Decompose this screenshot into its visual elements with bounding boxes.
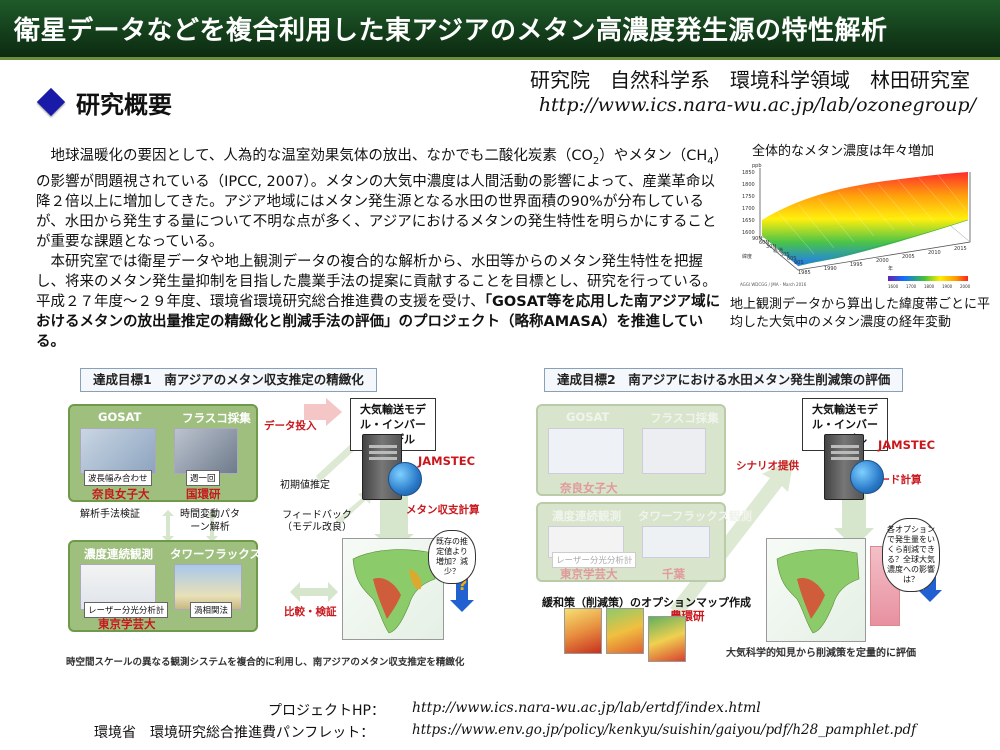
flask-image [174, 428, 238, 474]
satellite-panel: GOSAT フラスコ採集 波長幅み合わせ 週一回 奈良女子大 国環研 [68, 404, 258, 502]
figure-caption-top: 全体的なメタン濃度は年々増加 [752, 144, 935, 159]
lat-tick-1: 60N [759, 240, 769, 246]
moe-pamphlet-link[interactable]: https://www.env.go.jp/policy/kenkyu/suis… [412, 722, 917, 738]
decrease-arrow-icon [450, 580, 474, 612]
ground-panel: 濃度連続観測 タワーフラックス観測 レーザー分光分析計 渦相関法 東京学芸大 [68, 540, 284, 632]
lat-tick-0: 90N [752, 236, 762, 242]
option-question-bubble: 各オプションで発生量をいくら削減できる？全球大気濃度への影響は？ [882, 518, 940, 592]
arrow-down-calc [374, 484, 414, 550]
x-tick-3: 2000 [876, 258, 889, 264]
section-title: 研究概要 [76, 90, 172, 119]
gosat-image-faded [548, 428, 624, 474]
y-tick-3: 1700 [742, 206, 755, 212]
x-tick-4: 2005 [902, 254, 915, 260]
project-hp-link[interactable]: http://www.ics.nara-wu.ac.jp/lab/ertdf/i… [412, 700, 761, 716]
svg-text:?: ? [458, 575, 467, 594]
goal2-diagram: ? 達成目標2 南アジアにおける水田メタン発生削減策の評価 GOSAT フラスコ… [530, 368, 950, 668]
question-bubble: 既存の推定値より増加？減少？ [428, 530, 476, 584]
title-bar: 衛星データなどを複合利用した東アジアのメタン高濃度発生源の特性解析 [0, 0, 1000, 60]
x-unit-label: 年 [888, 265, 893, 272]
asia-emission-map [342, 538, 444, 640]
y-tick-5: 1600 [742, 230, 755, 236]
arrow-analysis [162, 510, 174, 542]
x-tick-5: 2010 [928, 250, 941, 256]
color-tick-1: 1700 [906, 284, 917, 289]
color-scale-bar [888, 276, 968, 281]
goal2-header: 達成目標2 南アジアにおける水田メタン発生削減策の評価 [544, 368, 904, 392]
color-tick-0: 1600 [888, 284, 899, 289]
x-tick-0: 1985 [798, 270, 811, 276]
y-tick-1: 1800 [742, 182, 755, 188]
globe-icon-2 [850, 460, 884, 494]
color-tick-2: 1800 [924, 284, 935, 289]
lat-tick-6: 90S [794, 260, 804, 266]
paragraph-2: 本研究室では衛星データや地上観測データの複合的な解析から、水田等からのメタン発生… [36, 253, 721, 350]
project-hp-label: プロジェクトHP： [268, 703, 385, 719]
moe-pamphlet-label: 環境省 環境研究総合推進費パンフレット： [94, 725, 375, 741]
india-map-3 [648, 616, 686, 662]
body-text: 地球温暖化の要因として、人為的な温室効果気体の放出、なかでも二酸化炭素（CO2）… [36, 146, 722, 352]
globe-icon [388, 462, 422, 496]
methane-surface-svg: 1850 1800 1750 1700 1650 1600 1985 1990 1995 200… [740, 163, 971, 289]
arrow-forward [834, 484, 874, 548]
ground-panel-faded: 濃度連続観測 タワーフラックス観測 レーザー分光分析計 東京学芸大 千葉 [536, 502, 752, 582]
asia-map-svg [352, 549, 436, 634]
goal1-note: 時空間スケールの異なる観測システムを複合的に利用し、南アジアのメタン収支推定を精… [66, 657, 465, 668]
goal2-note: 大気科学的知見から削減策を定量的に評価 [726, 648, 916, 659]
x-tick-2: 1995 [850, 262, 863, 268]
paragraph-1: 地球温暖化の要因として、人為的な温室効果気体の放出、なかでも二酸化炭素（CO2）… [36, 148, 721, 250]
lat-tick-4: 30S [780, 252, 790, 258]
page-title: 衛星データなどを複合利用した東アジアのメタン高濃度発生源の特性解析 [14, 16, 888, 46]
gosat-image [80, 428, 156, 474]
y-unit-label: ppb [752, 163, 762, 169]
figure-source: AGGI WDCGG / JMA - March 2016 [740, 282, 807, 287]
lab-url-link[interactable]: http://www.ics.nara-wu.ac.jp/lab/ozonegr… [538, 94, 976, 116]
color-tick-3: 1900 [942, 284, 953, 289]
asia-forward-map [766, 538, 866, 642]
satellite-panel-faded: GOSAT フラスコ採集 奈良女子大 [536, 404, 726, 496]
lat-tick-3: 赤道 [773, 247, 783, 254]
methane-3d-surface-figure: 1850 1800 1750 1700 1650 1600 1985 1990 1995 200… [738, 158, 982, 290]
lat-tick-5: 60S [787, 256, 797, 262]
section-heading: 研究概要 [36, 84, 172, 120]
arrow-data-input [304, 398, 342, 426]
mitigation-caption: 緩和策（削減策）のオプションマップ作成 [542, 596, 751, 609]
india-map-2 [606, 608, 644, 654]
arrow-compare [290, 582, 338, 602]
flask-image-faded [642, 428, 706, 474]
goal1-header: 達成目標1 南アジアのメタン収支推定の精緻化 [80, 368, 377, 392]
x-tick-1: 1990 [824, 266, 837, 272]
arrow-time [206, 510, 218, 542]
lab-name: 研究院 自然科学系 環境科学領域 林田研究室 [530, 68, 970, 92]
asia-map-svg-2 [776, 549, 860, 634]
goal1-diagram: ? 達成目標1 南アジアのメタン収支推定の精緻化 GOSAT フラスコ採集 波長… [66, 368, 486, 668]
diamond-bullet-icon [36, 87, 66, 117]
x-tick-6: 2015 [954, 246, 967, 252]
lat-tick-2: 30N [766, 244, 776, 250]
y-tick-2: 1750 [742, 194, 755, 200]
y-tick-4: 1650 [742, 218, 755, 224]
color-tick-4: 2000 [960, 284, 971, 289]
tower-image-faded [642, 526, 710, 558]
lat-unit-label: 緯度 [742, 253, 752, 260]
y-tick-0: 1850 [742, 170, 755, 176]
figure-caption-bottom: 地上観測データから算出した緯度帯ごとに平均した大気中のメタン濃度の経年変動 [730, 297, 991, 330]
india-map-1 [564, 608, 602, 654]
